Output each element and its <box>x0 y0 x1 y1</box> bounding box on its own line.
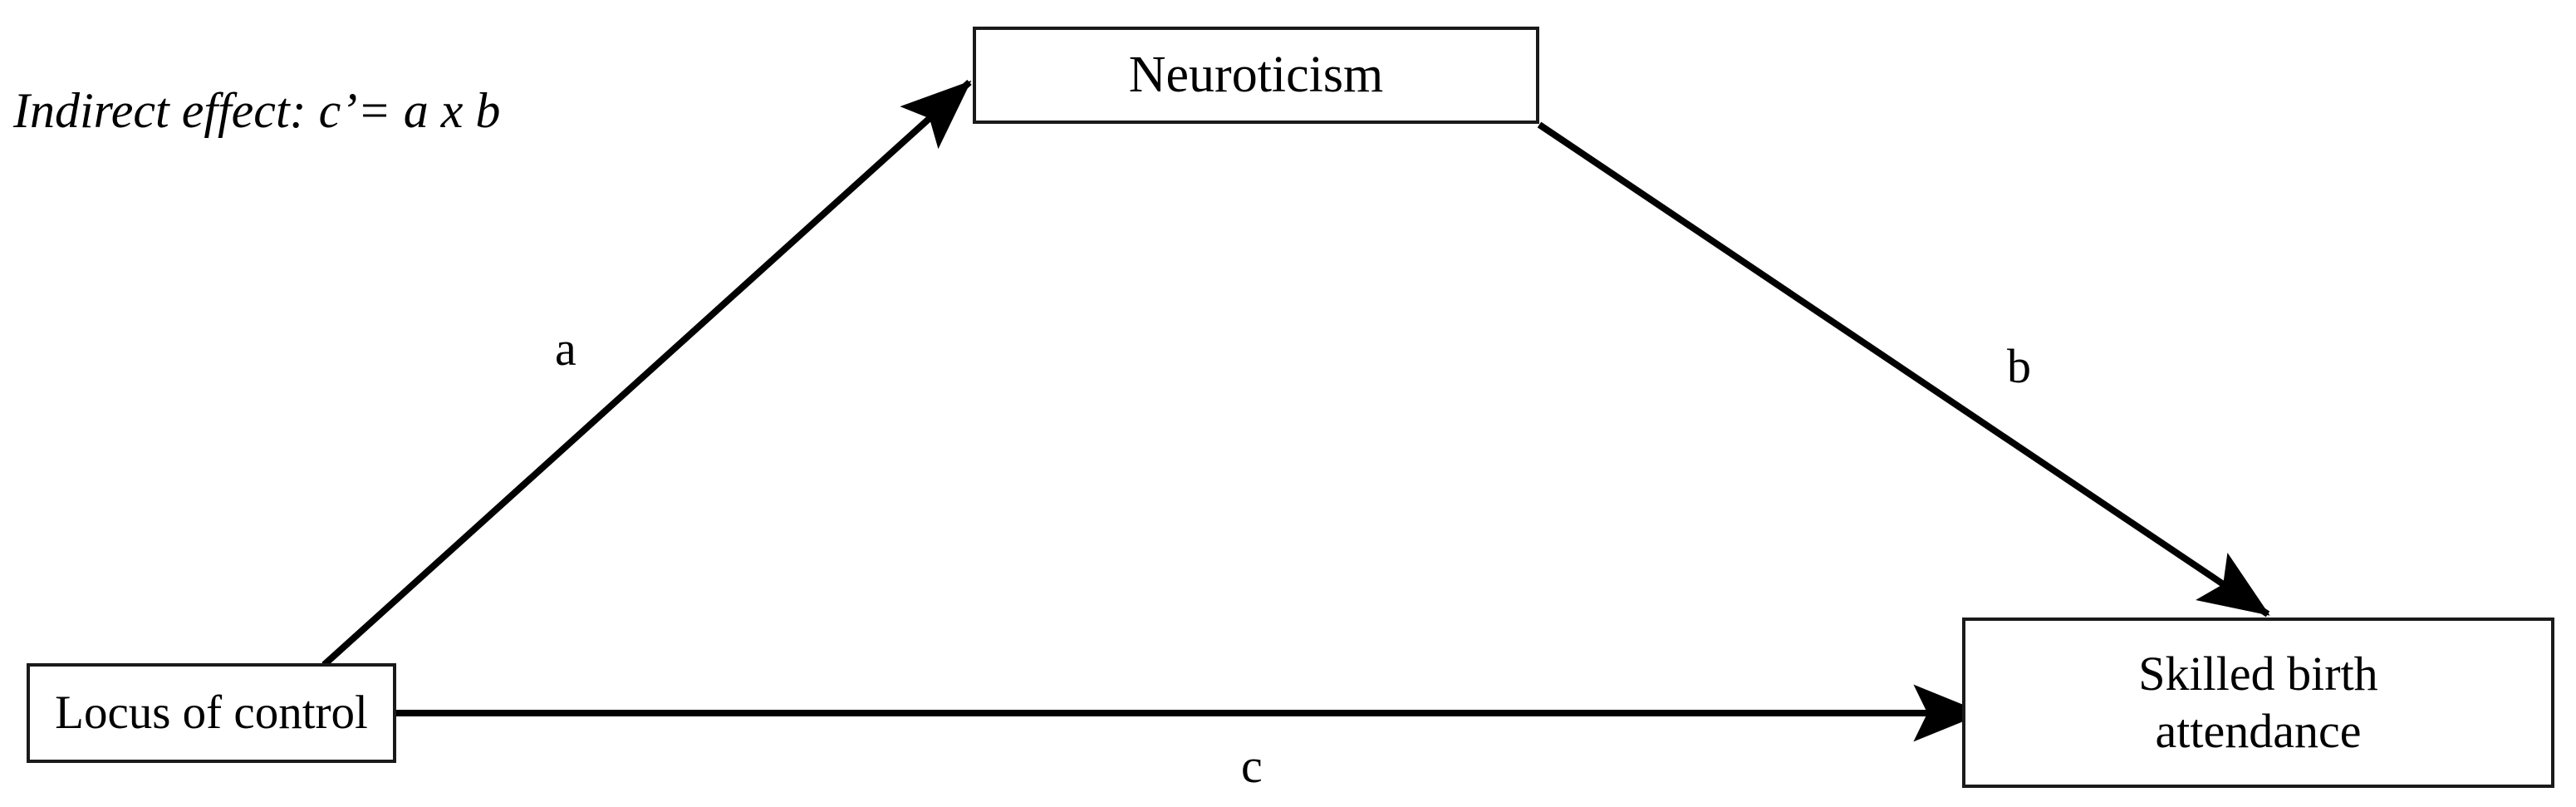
path-label-b: b <box>2007 339 2031 393</box>
node-skilled-birth-attendance: Skilled birth attendance <box>1962 618 2554 788</box>
node-neuroticism-label: Neuroticism <box>1128 46 1384 103</box>
node-neuroticism: Neuroticism <box>973 27 1539 124</box>
node-skilled-birth-attendance-label: Skilled birth attendance <box>2138 647 2378 758</box>
path-label-a: a <box>555 322 577 376</box>
path-b-arrow <box>1537 121 2270 618</box>
path-label-c: c <box>1241 739 1263 793</box>
indirect-effect-note: Indirect effect: c’= a x b <box>13 83 501 138</box>
node-locus-of-control: Locus of control <box>27 663 396 763</box>
path-a-arrow <box>321 80 972 667</box>
node-locus-of-control-label: Locus of control <box>55 686 368 740</box>
